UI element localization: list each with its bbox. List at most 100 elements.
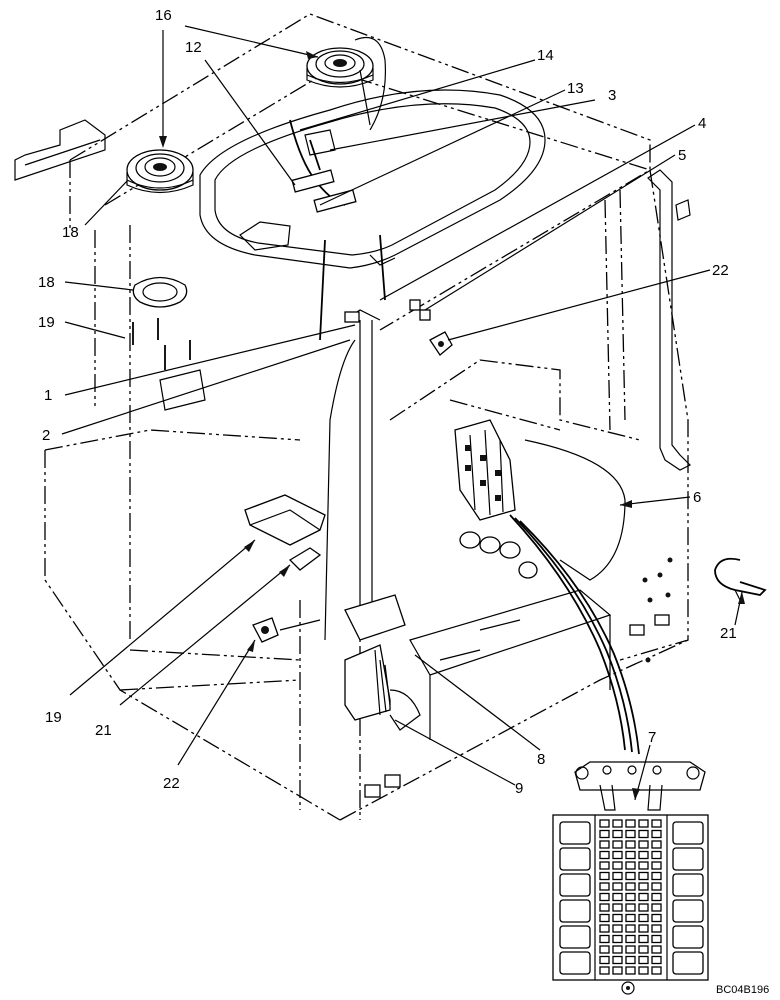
callout-6: 6: [693, 489, 701, 506]
mini-fuse: [599, 871, 610, 881]
mini-fuse: [651, 892, 662, 902]
fuse-block-cable: [509, 514, 640, 755]
mini-fuse: [638, 861, 649, 870]
mini-fuse: [612, 850, 623, 860]
rear-grab-handle: [14, 119, 106, 181]
roof-liner: [199, 89, 546, 269]
mini-fuse: [651, 840, 662, 849]
mini-fuse: [612, 934, 623, 944]
mini-fuse: [651, 861, 662, 870]
mini-fuse: [638, 966, 649, 975]
mini-fuse: [599, 955, 610, 965]
mini-fuse: [625, 903, 636, 912]
callout-3: 3: [608, 87, 616, 104]
callout-22-lower: 22: [163, 775, 180, 792]
mini-fuse: [625, 850, 636, 860]
mini-fuse: [612, 913, 623, 923]
mini-fuse: [625, 871, 636, 881]
roof-harness: [289, 36, 387, 641]
rear-panel: [159, 369, 206, 411]
arrowheads: [159, 51, 745, 800]
mini-fuse: [599, 819, 610, 828]
callout-22-upper: 22: [712, 262, 729, 279]
callout-16: 18: [38, 274, 55, 291]
mini-fuse: [599, 882, 610, 891]
callout-1: 1: [44, 387, 52, 404]
mini-fuse: [599, 840, 610, 849]
mini-fuse: [625, 861, 636, 870]
mini-fuse: [625, 829, 636, 839]
switch-connector-upper: [429, 331, 453, 356]
mini-fuse: [599, 850, 610, 860]
storage-pocket: [244, 494, 326, 546]
mini-fuse: [625, 924, 636, 933]
mini-fuse: [651, 829, 662, 839]
floor-tray: [364, 589, 670, 798]
fuse-block-detail: [552, 761, 709, 995]
side-grab-handle: [647, 169, 692, 471]
callout-labels: 16 12 14 13 3 4 5 18 22 18 19 1 2 6 21 1…: [38, 7, 769, 996]
mini-fuse: [612, 955, 623, 965]
cable-tie: [714, 557, 767, 601]
mini-fuse: [651, 850, 662, 860]
mini-fuse: [599, 966, 610, 975]
mini-fuse: [612, 966, 623, 975]
mini-fuse: [638, 955, 649, 965]
mini-fuse: [599, 903, 610, 912]
mini-fuse: [651, 966, 662, 975]
harness-bracket: [288, 547, 322, 571]
callout-20: 21: [720, 625, 737, 642]
callout-21: 21: [95, 722, 112, 739]
control-module: [344, 594, 421, 731]
mini-fuse: [638, 871, 649, 881]
speaker-right: [306, 47, 374, 88]
mini-fuse: [625, 840, 636, 849]
mini-fuse: [612, 871, 623, 881]
harness-connectors-top: [344, 299, 431, 323]
callout-13: 13: [567, 80, 584, 97]
mini-fuse: [651, 924, 662, 933]
mini-fuse: [599, 945, 610, 954]
mounting-screws: [132, 318, 191, 370]
mini-fuse: [599, 829, 610, 839]
mini-fuse: [651, 871, 662, 881]
mini-fuse: [612, 861, 623, 870]
mini-fuse: [638, 934, 649, 944]
mini-fuse: [638, 829, 649, 839]
callout-9: 9: [515, 780, 523, 797]
mini-fuse: [625, 913, 636, 923]
mini-fuse: [599, 913, 610, 923]
callout-5: 5: [678, 147, 686, 164]
callout-12: 12: [185, 39, 202, 56]
switch-connector-lower: [252, 617, 279, 643]
callout-19: 19: [45, 709, 62, 726]
mini-fuse: [612, 882, 623, 891]
mini-fuse: [638, 850, 649, 860]
mini-fuse: [651, 903, 662, 912]
mini-fuse: [612, 840, 623, 849]
callout-7: 7: [648, 729, 656, 746]
drawing-code: BC04B196: [716, 984, 769, 996]
mini-fuse: [612, 829, 623, 839]
mini-fuse: [651, 934, 662, 944]
fuse-relay-panel: [454, 419, 626, 581]
mini-fuse: [638, 819, 649, 828]
callout-18: 18: [62, 224, 79, 241]
mini-fuse: [599, 892, 610, 902]
mini-fuse: [599, 924, 610, 933]
mini-fuse: [638, 903, 649, 912]
mini-fuse: [638, 924, 649, 933]
callout-8: 8: [537, 751, 545, 768]
side-panel-holes: [642, 557, 673, 663]
mini-fuse: [651, 819, 662, 828]
mini-fuse: [612, 924, 623, 933]
mini-fuse: [638, 882, 649, 891]
mini-fuse: [625, 966, 636, 975]
mini-fuse: [638, 945, 649, 954]
speaker-mounting-ring: [132, 276, 188, 308]
callout-2: 2: [42, 427, 50, 444]
wire-clips: [291, 129, 357, 213]
callout-15: 16: [155, 7, 172, 24]
mini-fuse: [638, 840, 649, 849]
